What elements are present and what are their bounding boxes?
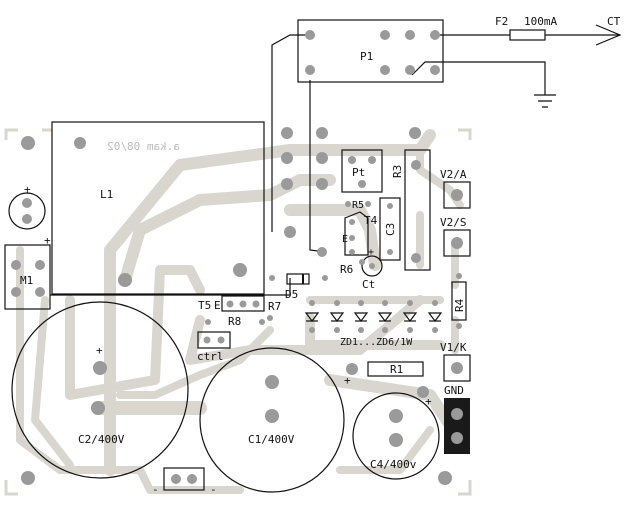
label-r4: R4 (453, 298, 466, 312)
label-gnd: GND (444, 384, 464, 397)
diode-d5 (286, 273, 310, 285)
label-connector-minus-left: - (152, 483, 159, 496)
label-r3: R3 (391, 165, 404, 178)
inductor-l1 (51, 121, 265, 295)
label-ct-plus: + (368, 247, 374, 258)
pads (11, 127, 463, 485)
label-c2-plus: + (96, 344, 103, 357)
connector-bottom (163, 467, 205, 491)
label-r7: R7 (268, 300, 281, 313)
label-c1-plus: + (344, 374, 351, 387)
label-r1: R1 (390, 363, 403, 376)
label-zener: ZD1...ZD6/1W (340, 337, 413, 348)
module-m1 (4, 244, 51, 310)
label-m1: M1 (20, 274, 33, 287)
testpoint-v1k (443, 354, 471, 382)
transistor-t5 (221, 295, 265, 312)
label-c3: C3 (384, 223, 397, 236)
label-t4: T4 (364, 214, 378, 227)
board-corner-marks (4, 128, 472, 496)
label-fuse-rating: 100mA (524, 15, 557, 28)
relay-p1 (297, 19, 444, 83)
label-c4: C4/400v (370, 458, 417, 471)
label-m1-plus: + (24, 183, 31, 196)
label-mirror-signature: a.kam 08/02 (107, 140, 180, 153)
labels: F2 100mA CT P1 L1 a.kam 08/02 M1 + + Pt … (20, 15, 621, 496)
label-c4-plus: + (425, 395, 432, 408)
label-v2a: V2/A (440, 168, 467, 181)
testpoint-v2s (443, 229, 471, 257)
label-e-t4: E (342, 234, 348, 245)
label-ct: CT (607, 15, 621, 28)
label-connector-minus-right: - (210, 483, 217, 496)
transistor-t4 (344, 211, 369, 256)
zener-diode-array (304, 312, 443, 322)
label-v2s: V2/S (440, 216, 467, 229)
testpoint-v2a (443, 181, 471, 209)
label-r8: R8 (228, 315, 241, 328)
connector-ctrl (197, 331, 231, 349)
label-c1: C1/400V (248, 433, 295, 446)
resistor-r3 (404, 149, 431, 271)
capacitor-c1 (199, 347, 345, 493)
label-p1: P1 (360, 50, 373, 63)
label-c2: C2/400V (78, 433, 125, 446)
label-t5: T5 (198, 299, 211, 312)
label-ctrl: ctrl (197, 350, 224, 363)
label-f2: F2 (495, 15, 508, 28)
label-v1k: V1/K (440, 341, 467, 354)
label-ct-cap: Ct (362, 278, 375, 291)
label-m1-plus-2: + (44, 234, 51, 247)
resistor-r4 (451, 281, 467, 321)
fuse-f2 (509, 29, 546, 41)
capacitor-c4 (352, 392, 440, 480)
label-pt: Pt (352, 166, 365, 179)
label-r6: R6 (340, 263, 353, 276)
label-e-t5: E (214, 299, 221, 312)
label-l1: L1 (100, 188, 113, 201)
trimmer-pt (341, 149, 383, 193)
resistor-r1 (367, 361, 424, 377)
label-d5: D5 (285, 288, 298, 301)
capacitor-ct (361, 255, 383, 277)
capacitor-c3 (379, 197, 401, 261)
gnd-connector (444, 398, 470, 454)
capacitor-small-m1 (8, 192, 46, 230)
capacitor-c2 (11, 301, 189, 479)
label-r5: R5 (352, 200, 364, 211)
